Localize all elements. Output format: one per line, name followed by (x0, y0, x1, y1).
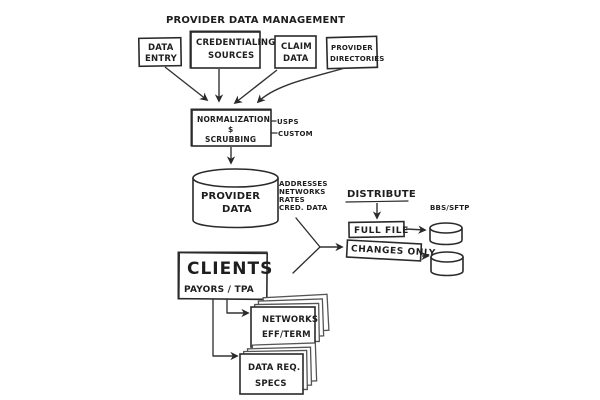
server-cylinder-changes-only (430, 251, 464, 277)
provider-data-line2: DATA (222, 204, 252, 215)
source-label-line2: SOURCES (208, 51, 254, 61)
source-claim-data: CLAIM DATA (274, 35, 317, 69)
output-changes-only-label: CHANGES ONLY (351, 244, 436, 258)
output-full-file: FULL FILE (348, 220, 409, 239)
source-label-line1: CREDENTIALING (196, 38, 275, 48)
data-req-line1: DATA REQ. (248, 363, 300, 373)
split-connector (292, 217, 321, 274)
arrow-full-file-to-server (405, 225, 427, 234)
arrow-data-entry (164, 66, 209, 102)
normalization-side-custom: CUSTOM (278, 130, 313, 138)
clients-box: CLIENTS PAYORS / TPA (177, 251, 273, 301)
source-label-line1: PROVIDER (331, 44, 373, 52)
networks-line2: EFF/TERM (262, 330, 311, 340)
normalization-line3: SCRUBBING (205, 135, 256, 144)
source-label-line2: ENTRY (145, 54, 178, 64)
attribute-addresses: ADDRESSES (279, 180, 328, 188)
attribute-rates: RATES (279, 196, 305, 204)
source-credentialing-sources: CREDENTIALING SOURCES (189, 30, 275, 69)
provider-data-cylinder: PROVIDER DATA (192, 168, 279, 229)
source-provider-directories: PROVIDER DIRECTORIES (325, 35, 384, 70)
clients-subtitle: PAYORS / TPA (184, 285, 254, 295)
source-label-line2: DIRECTORIES (330, 55, 384, 63)
distribute-underline (345, 200, 409, 203)
arrow-provider-directories (256, 67, 346, 104)
client-networks-eff-term: NETWORKS EFF/TERM (250, 293, 330, 348)
distribute-label: DISTRIBUTE (347, 189, 416, 200)
attribute-networks: NETWORKS (279, 188, 326, 196)
source-label-line1: DATA (148, 43, 174, 53)
client-data-req-specs: DATA REQ. SPECS (239, 342, 318, 395)
source-label-line2: DATA (283, 54, 309, 64)
provider-data-line1: PROVIDER (201, 191, 260, 202)
output-changes-only: CHANGES ONLY (345, 239, 436, 262)
diagram-title: PROVIDER DATA MANAGEMENT (166, 15, 345, 26)
normalization-side-usps: USPS (277, 118, 299, 126)
source-label-line1: CLAIM (281, 42, 312, 52)
source-data-entry: DATA ENTRY (137, 36, 183, 68)
normalization-line2: $ (228, 125, 233, 134)
attribute-cred-data: CRED. DATA (279, 204, 328, 212)
normalization-box: NORMALIZATION $ SCRUBBING (190, 108, 272, 147)
networks-line1: NETWORKS (262, 315, 318, 325)
server-cylinder-full-file (429, 222, 463, 246)
target-label: BBS/SFTP (430, 204, 470, 212)
data-req-line2: SPECS (255, 379, 287, 389)
clients-title: CLIENTS (187, 259, 273, 279)
output-full-file-label: FULL FILE (354, 226, 409, 236)
normalization-line1: NORMALIZATION (197, 115, 270, 124)
arrow-claim-data (233, 69, 278, 105)
